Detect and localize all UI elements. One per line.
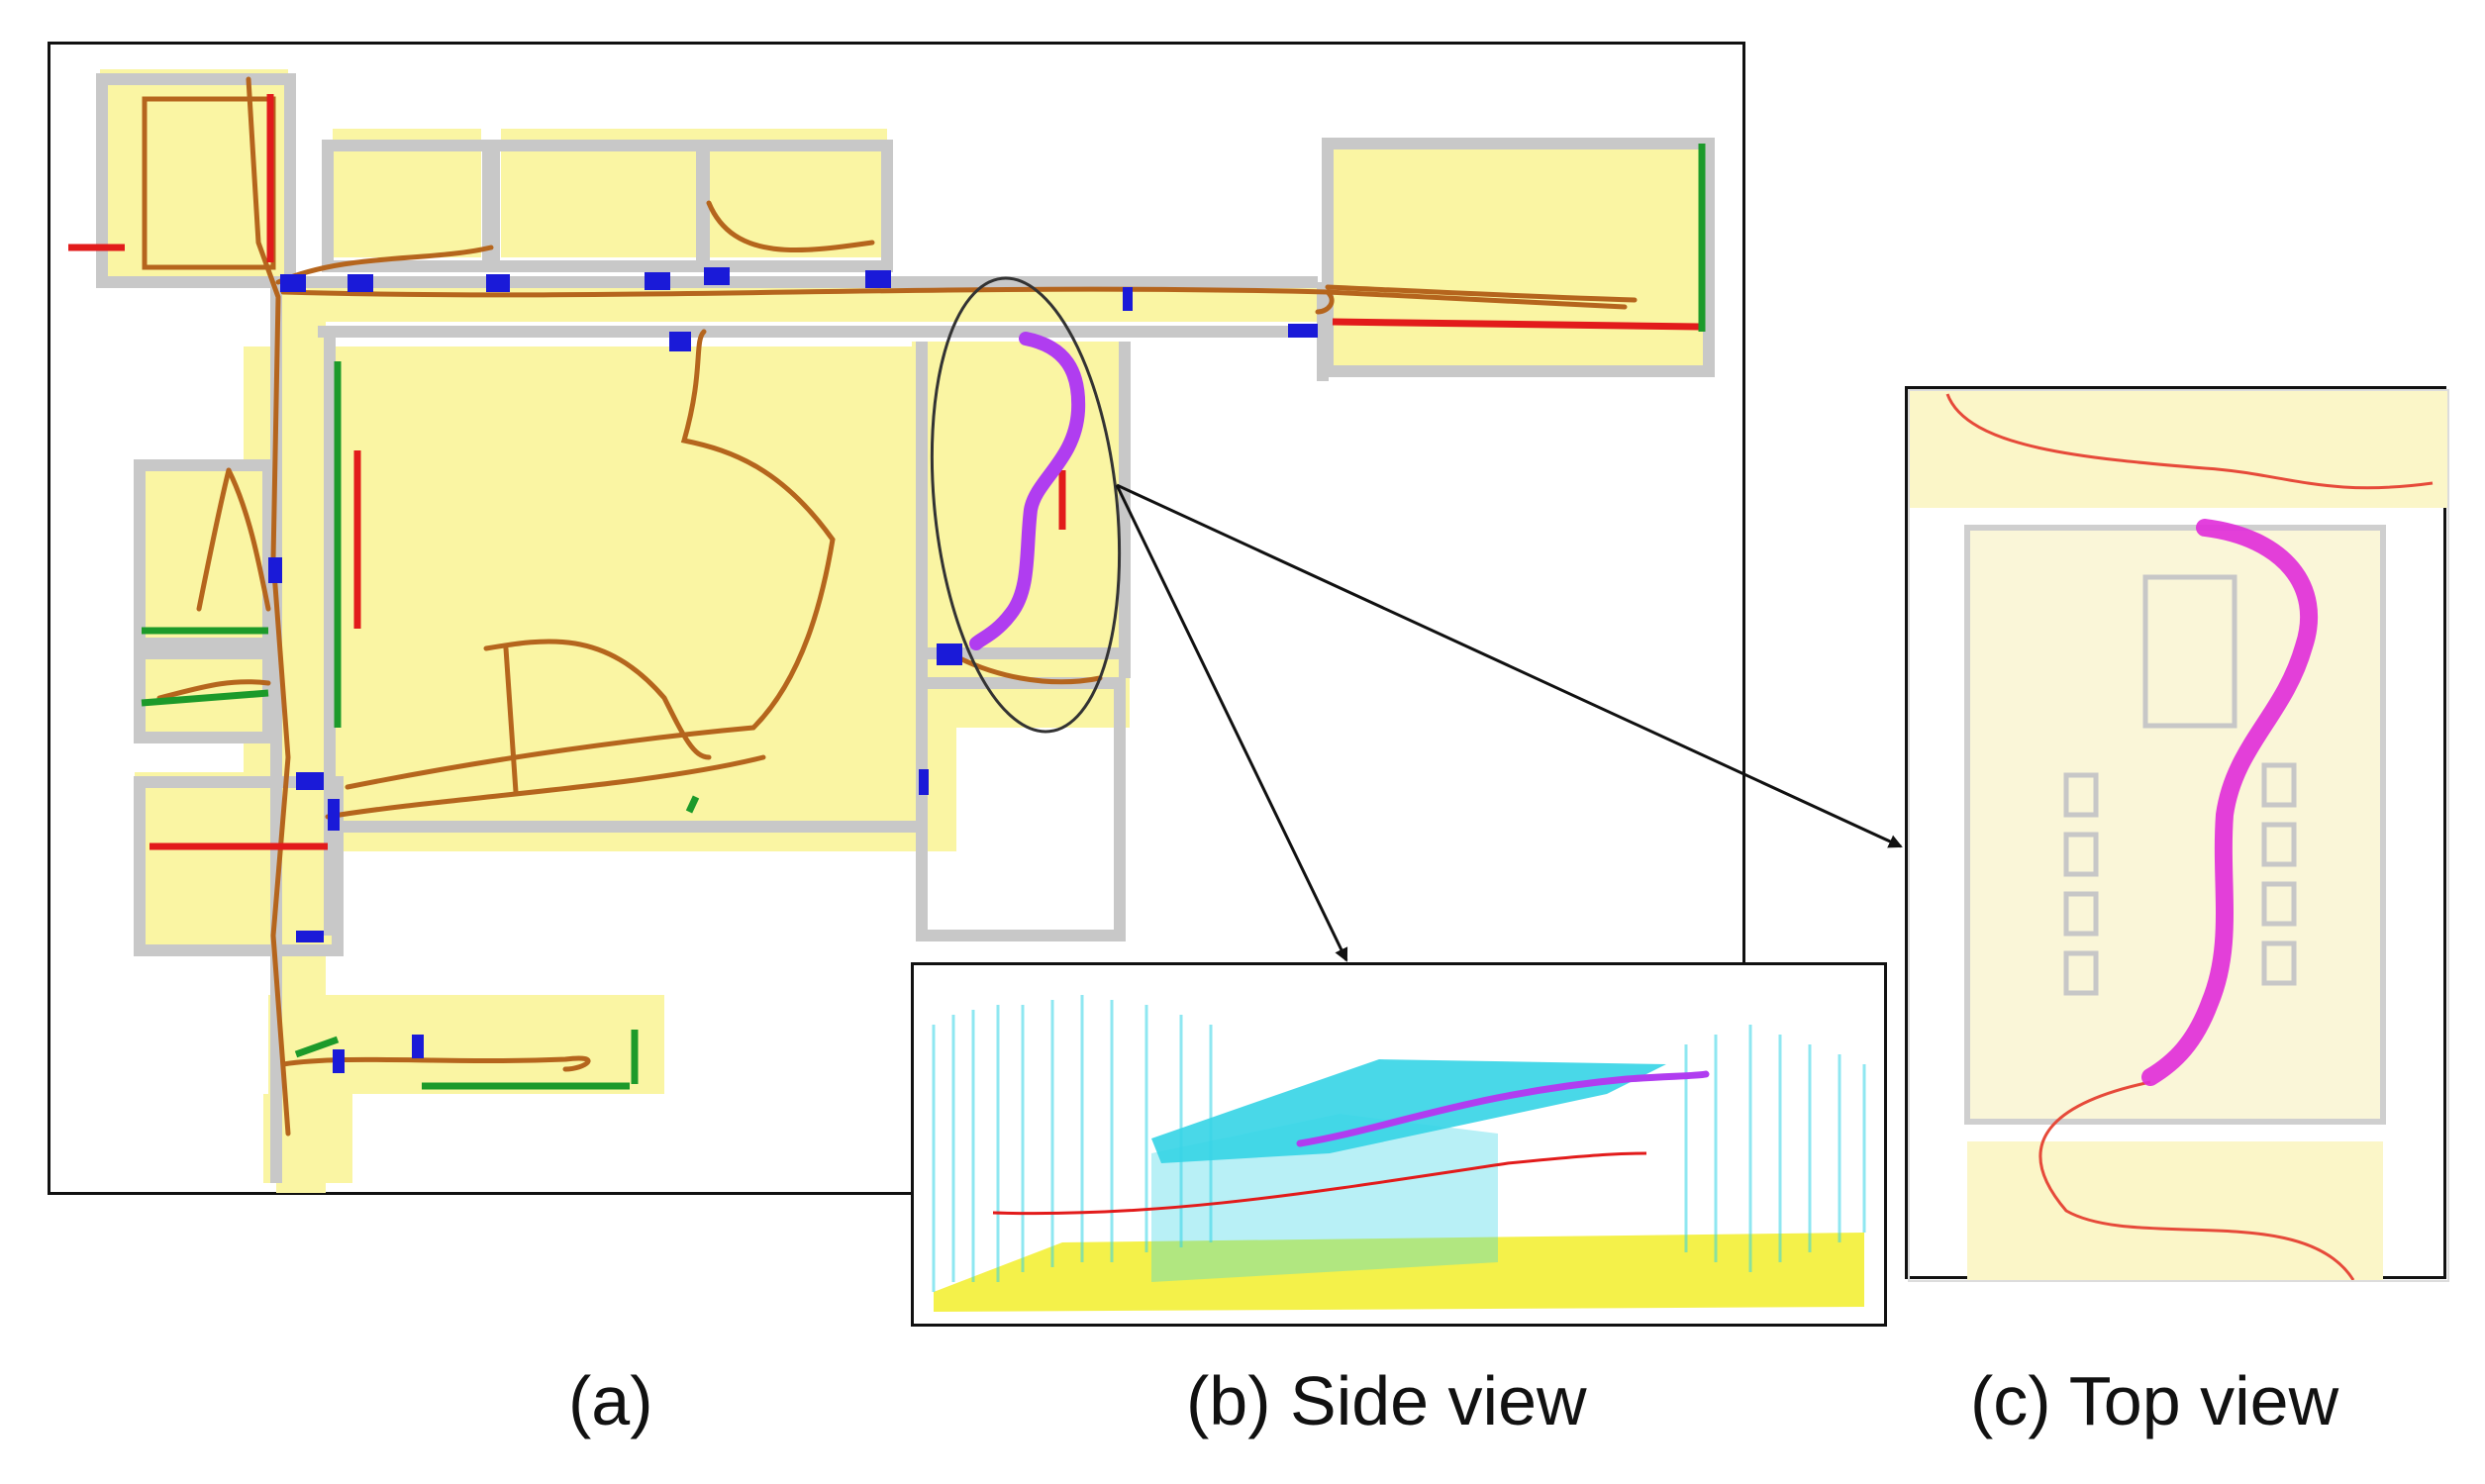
highlighted-path — [969, 332, 1086, 650]
red-segments — [68, 94, 1700, 850]
top-view-highlighted-path — [2141, 519, 2318, 1086]
side-view-floor — [934, 1233, 1864, 1312]
caption-b-side-view: (b) Side view — [1186, 1362, 1587, 1439]
caption-a: (a) — [568, 1362, 653, 1439]
side-view-trajectory — [992, 1151, 1647, 1216]
side-view-path — [1296, 1070, 1710, 1147]
side-view-walls — [932, 995, 1866, 1292]
top-view-bottom-area — [1967, 1141, 2383, 1280]
side-view-svg — [932, 995, 1866, 1312]
top-view-room — [1964, 525, 2386, 1125]
floor-map-svg — [68, 69, 1715, 1193]
top-view-svg — [1908, 389, 2449, 1282]
side-view-ceiling — [1151, 1059, 1666, 1163]
top-view-trajectory-lower — [2038, 1080, 2355, 1281]
caption-c-top-view: (c) Top view — [1970, 1362, 2339, 1439]
top-view-corridor — [1908, 389, 2449, 508]
side-view-panel — [911, 962, 1887, 1327]
green-segments — [141, 144, 1706, 1090]
top-view-trajectory-upper — [1945, 393, 2434, 490]
top-view-panel — [1905, 386, 2449, 1282]
top-view-desks — [2063, 574, 2297, 996]
door-markers — [268, 267, 1318, 1073]
